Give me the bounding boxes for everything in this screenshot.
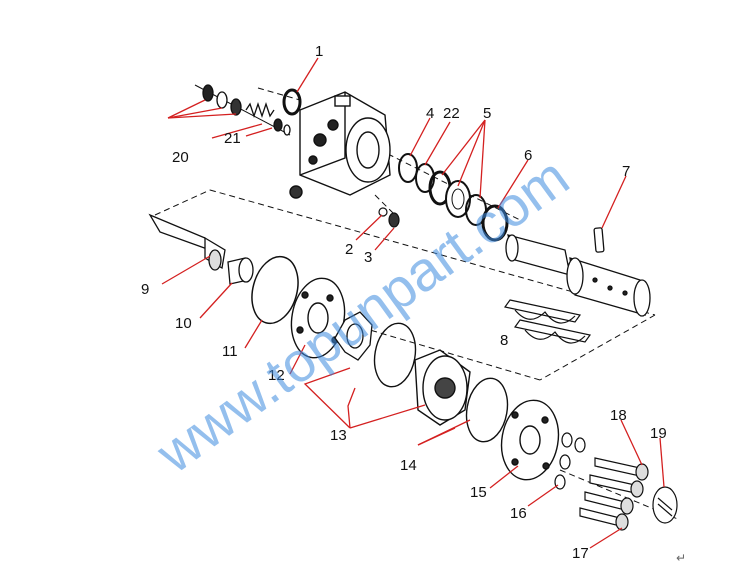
callout-2: 2: [345, 241, 353, 258]
callout-16: 16: [510, 505, 527, 522]
spool-sleeve: [505, 234, 651, 317]
callout-20: 20: [172, 149, 189, 166]
callout-14: 14: [400, 457, 417, 474]
rings-bearing-4-22-5-6: [398, 153, 509, 242]
callout-labels: 1 2 3 4 5 6 7 8 9 10 11 12 13 14 15 16 1…: [141, 43, 667, 562]
part-15-end-plate: [500, 399, 560, 481]
part-8-springs: [503, 299, 592, 344]
callout-leaders: [161, 57, 665, 549]
callout-19: 19: [650, 425, 667, 442]
callout-11: 11: [222, 343, 238, 360]
callout-21: 21: [224, 130, 241, 147]
callout-10: 10: [175, 315, 192, 332]
callout-12: 12: [268, 367, 285, 384]
callout-8: 8: [500, 332, 508, 349]
callout-4: 4: [426, 105, 434, 122]
part-13-14-gerotor: [373, 322, 509, 443]
part-10-spacer: [227, 257, 254, 285]
part-1-oring: [282, 88, 302, 116]
part-16-washers: [554, 432, 586, 490]
callout-15: 15: [470, 484, 487, 501]
callout-22: 22: [443, 105, 460, 122]
part-7-pin: [593, 227, 605, 253]
callout-5: 5: [483, 105, 491, 122]
part-17-18-bolts: [579, 457, 649, 531]
return-mark: ↵: [676, 551, 686, 565]
ball-and-plug-2-3: [378, 207, 400, 228]
seal-stack-20-21: [194, 84, 291, 136]
callout-7: 7: [622, 163, 630, 180]
housing-block: [289, 91, 391, 199]
callout-1: 1: [315, 43, 323, 60]
callout-6: 6: [524, 147, 532, 164]
callout-9: 9: [141, 281, 149, 298]
gear-rotor: [334, 311, 373, 361]
part-19-nameplate: [652, 486, 678, 524]
part-9-drive-shaft: [148, 213, 226, 271]
callout-17: 17: [572, 545, 589, 562]
callout-13: 13: [330, 427, 347, 444]
callout-3: 3: [364, 249, 372, 266]
callout-18: 18: [610, 407, 627, 424]
part-11-oring: [251, 255, 299, 325]
